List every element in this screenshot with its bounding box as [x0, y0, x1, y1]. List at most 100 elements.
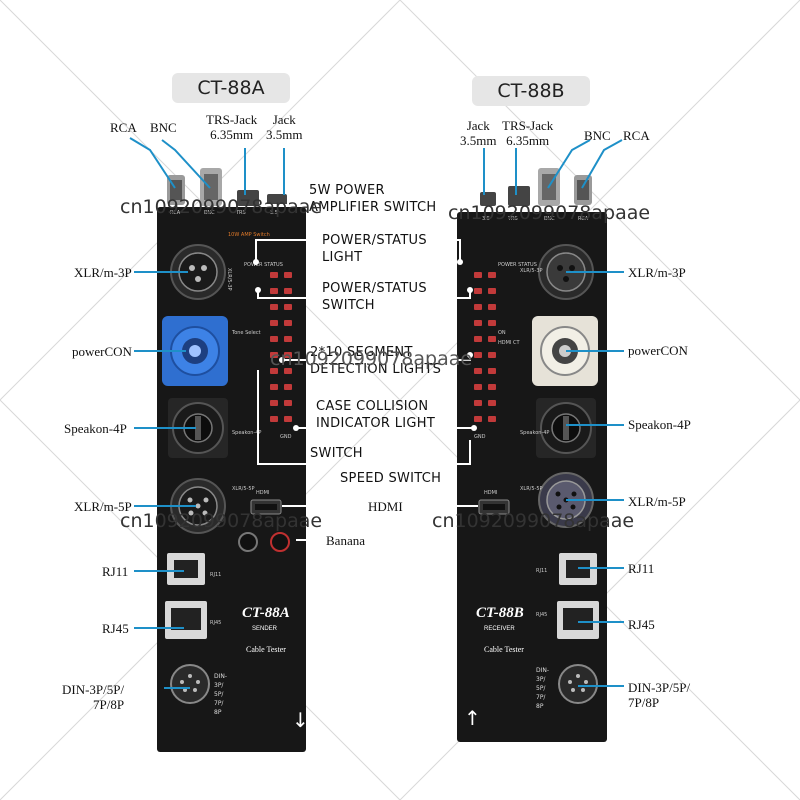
label-din-a: DIN-3P/5P/ 7P/8P	[62, 682, 125, 712]
up-arrow-icon: ↑	[464, 706, 481, 730]
segment-led	[474, 352, 482, 358]
silk-hdmi-b: HDMI	[484, 490, 498, 496]
segment-led	[488, 336, 496, 342]
silk-trs-a: TRS	[236, 210, 246, 216]
segment-led	[270, 416, 278, 422]
silk-jack-b: 3.5	[482, 216, 490, 222]
silk-xlr3-b: XLR/5-3P	[520, 268, 543, 274]
silk-rj11-b: RJ11	[536, 568, 548, 574]
silk-rj45-b: RJ45	[536, 612, 548, 618]
segment-led	[474, 304, 482, 310]
segment-led	[474, 320, 482, 326]
device-panel-ct88b	[457, 212, 607, 742]
label-banana: Banana	[326, 533, 365, 548]
segment-led	[488, 400, 496, 406]
label-xlr3-b: XLR/m-3P	[628, 265, 686, 280]
banana-jacks	[238, 532, 290, 552]
label-powercon-a: powerCON	[72, 344, 132, 359]
title-ct88b: CT-88B	[472, 76, 590, 106]
segment-led	[474, 288, 482, 294]
silk-bnc-a: BNC	[204, 210, 215, 216]
silk-hdmi-a: HDMI	[256, 490, 270, 496]
label-rj45-b: RJ45	[628, 617, 655, 632]
segment-led	[474, 336, 482, 342]
speakon-connector-b	[536, 398, 596, 458]
model-ct88b: CT-88B	[476, 605, 524, 621]
label-rca-b: RCA	[623, 128, 650, 143]
watermark-4: cn1092099078apaae	[120, 510, 323, 532]
label-bnc-b: BNC	[584, 128, 611, 143]
label-speakon-a: Speakon-4P	[64, 421, 127, 436]
segment-led	[270, 384, 278, 390]
role-sender: SENDER	[252, 626, 278, 632]
segment-led	[270, 272, 278, 278]
silk-bnc-b: BNC	[544, 216, 555, 222]
silk-hdmict-b: HDMI CT	[498, 340, 520, 346]
label-segment-lights: 2*10 SEGMENT DETECTION LIGHTS	[310, 345, 442, 377]
watermark-1: cn1092099078apaae	[120, 196, 323, 218]
silk-speakon-b: Speakon-4P	[520, 430, 550, 436]
segment-led	[270, 336, 278, 342]
segment-led	[488, 384, 496, 390]
rj45-port-b	[557, 601, 599, 639]
segment-led	[488, 416, 496, 422]
segment-led	[488, 304, 496, 310]
silk-rca-a: RCA	[170, 210, 181, 216]
segment-led	[474, 400, 482, 406]
label-xlr3-a: XLR/m-3P	[74, 265, 132, 280]
segment-led	[488, 288, 496, 294]
segment-led	[474, 272, 482, 278]
segment-led	[284, 384, 292, 390]
label-rj11-a: RJ11	[102, 564, 129, 579]
label-xlr5-b: XLR/m-5P	[628, 494, 686, 509]
xlr5-connector-a	[170, 478, 226, 534]
title-ct88a: CT-88A	[172, 73, 290, 103]
label-jack-b: Jack 3.5mm	[460, 118, 497, 148]
watermark-2: cn1092099078apaae	[448, 202, 651, 224]
xlr3-connector-a	[170, 244, 226, 300]
segment-led	[284, 320, 292, 326]
top-connectors-a	[167, 168, 287, 206]
powercon-connector-b	[532, 316, 598, 386]
segment-leds-b	[474, 272, 496, 422]
segment-led	[284, 368, 292, 374]
silk-rj45-a: RJ45	[210, 620, 222, 626]
segment-leds-a	[270, 272, 292, 422]
label-rj11-b: RJ11	[628, 561, 655, 576]
silk-tone-a: Tone Select	[232, 330, 261, 336]
silk-gnd-b: GND	[474, 434, 486, 440]
segment-led	[474, 384, 482, 390]
silk-jack-a: 3.5	[270, 210, 278, 216]
silk-power-b: POWER STATUS	[498, 262, 537, 268]
segment-led	[270, 400, 278, 406]
label-collision-light: CASE COLLISION INDICATOR LIGHT	[316, 399, 436, 431]
label-bnc-a: BNC	[150, 120, 177, 135]
silk-din-b: DIN- 3P/ 5P/ 7P/ 8P	[536, 667, 550, 710]
hdmi-port-b	[478, 499, 510, 515]
label-rca-a: RCA	[110, 120, 137, 135]
silk-on-b: ON	[498, 330, 506, 336]
segment-led	[284, 336, 292, 342]
silk-din-a: DIN- 3P/ 5P/ 7P/ 8P	[214, 673, 228, 716]
segment-led	[284, 288, 292, 294]
segment-led	[284, 304, 292, 310]
cable-tester-b: Cable Tester	[484, 645, 524, 654]
label-din-b: DIN-3P/5P/ 7P/8P	[628, 680, 691, 710]
din-connector-b	[558, 664, 598, 704]
segment-led	[270, 288, 278, 294]
label-switch: SWITCH	[310, 446, 363, 461]
rj45-port-a	[165, 601, 207, 639]
silk-gnd-a: GND	[280, 434, 292, 440]
segment-led	[284, 400, 292, 406]
silk-xlr5-a: XLR/5-5P	[232, 486, 255, 492]
segment-led	[270, 352, 278, 358]
segment-led	[474, 368, 482, 374]
segment-led	[488, 272, 496, 278]
label-xlr5-a: XLR/m-5P	[74, 499, 132, 514]
silk-rca-b: RCA	[578, 216, 589, 222]
segment-led	[488, 320, 496, 326]
silk-xlr5-b: XLR/5-5P	[520, 486, 543, 492]
label-trs-a: TRS-Jack 6.35mm	[206, 112, 258, 142]
label-hdmi: HDMI	[368, 499, 403, 514]
label-powercon-b: powerCON	[628, 343, 688, 358]
